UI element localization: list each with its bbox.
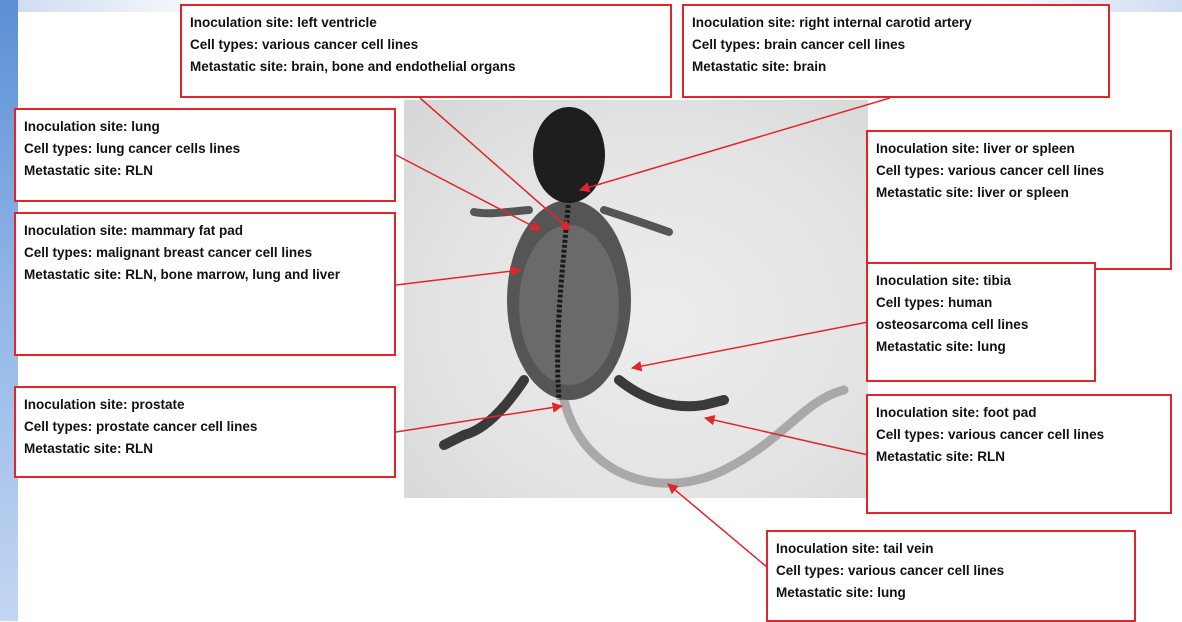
inoculation-site-text: Inoculation site: right internal carotid… [692,12,1100,34]
arrow-prostate [396,406,562,432]
inoculation-site-text: Inoculation site: left ventricle [190,12,662,34]
arrow-carotid [580,98,890,190]
metastatic-site-text: Metastatic site: RLN [876,446,1162,468]
cell-types-text: Cell types: malignant breast cancer cell… [24,242,386,264]
cell-types-text: Cell types: brain cancer cell lines [692,34,1100,56]
cell-types-text: Cell types: various cancer cell lines [876,160,1162,182]
metastatic-site-text: Metastatic site: liver or spleen [876,182,1162,204]
arrow-mammary [396,270,520,285]
metastatic-site-text: Metastatic site: RLN [24,438,386,460]
cell-types-text: Cell types: human osteosarcoma cell line… [876,292,1086,336]
label-carotid: Inoculation site: right internal carotid… [682,4,1110,98]
cell-types-text: Cell types: various cancer cell lines [876,424,1162,446]
arrow-tail [668,484,768,568]
metastatic-site-text: Metastatic site: brain, bone and endothe… [190,56,662,78]
label-left-ventricle: Inoculation site: left ventricle Cell ty… [180,4,672,98]
cell-types-text: Cell types: various cancer cell lines [776,560,1126,582]
arrow-lung [396,155,540,230]
label-tibia: Inoculation site: tibia Cell types: huma… [866,262,1096,382]
cell-types-text: Cell types: lung cancer cells lines [24,138,386,160]
label-mammary-fat-pad: Inoculation site: mammary fat pad Cell t… [14,212,396,356]
cell-types-text: Cell types: prostate cancer cell lines [24,416,386,438]
label-prostate: Inoculation site: prostate Cell types: p… [14,386,396,478]
inoculation-site-text: Inoculation site: tail vein [776,538,1126,560]
label-foot-pad: Inoculation site: foot pad Cell types: v… [866,394,1172,514]
label-tail-vein: Inoculation site: tail vein Cell types: … [766,530,1136,622]
inoculation-site-text: Inoculation site: mammary fat pad [24,220,386,242]
label-lung: Inoculation site: lung Cell types: lung … [14,108,396,202]
inoculation-site-text: Inoculation site: tibia [876,270,1086,292]
arrow-tibia [632,322,868,368]
inoculation-site-text: Inoculation site: lung [24,116,386,138]
metastatic-site-text: Metastatic site: RLN [24,160,386,182]
inoculation-site-text: Inoculation site: prostate [24,394,386,416]
inoculation-site-text: Inoculation site: foot pad [876,402,1162,424]
arrow-footpad [705,418,868,455]
metastatic-site-text: Metastatic site: lung [776,582,1126,604]
cell-types-text: Cell types: various cancer cell lines [190,34,662,56]
metastatic-site-text: Metastatic site: brain [692,56,1100,78]
metastatic-site-text: Metastatic site: RLN, bone marrow, lung … [24,264,386,286]
inoculation-site-text: Inoculation site: liver or spleen [876,138,1162,160]
label-liver-spleen: Inoculation site: liver or spleen Cell t… [866,130,1172,270]
metastatic-site-text: Metastatic site: lung [876,336,1086,358]
arrow-left-ventricle [420,98,570,230]
